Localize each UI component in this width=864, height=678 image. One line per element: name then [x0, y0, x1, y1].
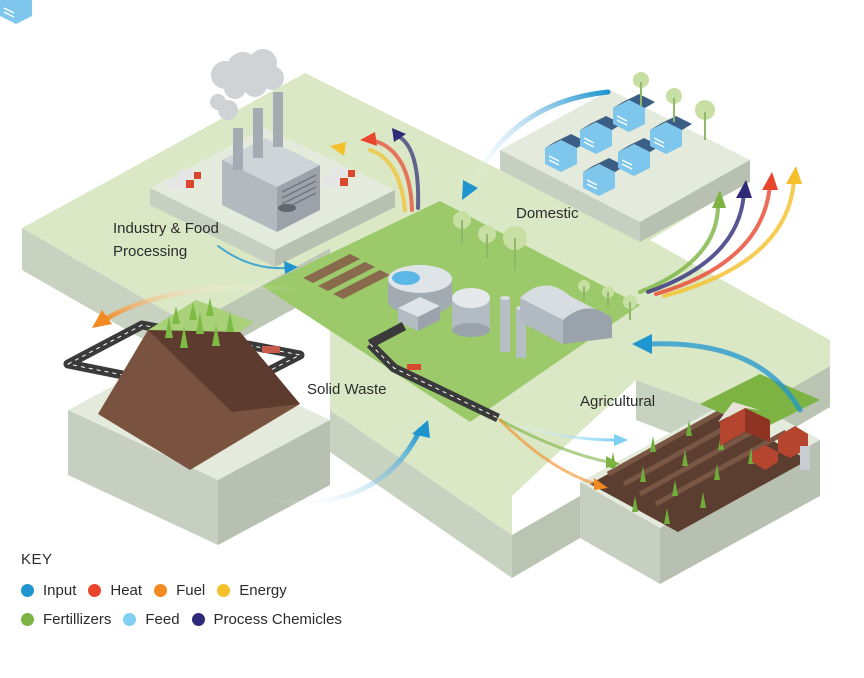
field-rows [303, 254, 390, 299]
key-item-input: Input [21, 582, 76, 599]
houses [0, 0, 693, 197]
energy-color-dot [217, 584, 231, 597]
key-item-feed: Feed [123, 611, 180, 628]
agricultural-platform [580, 374, 820, 584]
industry-label-line2: Processing [113, 243, 188, 260]
fertillizers-color-dot [21, 613, 34, 626]
key-item-process-chemicles: Process Chemicles [191, 611, 342, 628]
feed-color-dot [123, 613, 137, 626]
key-label-energy: Energy [239, 582, 287, 599]
key-label-process-chemicles: Process Chemicles [213, 611, 342, 628]
factory [168, 49, 355, 232]
key-label-fuel: Fuel [176, 582, 206, 599]
industry-label-line1: Industry & Food [113, 220, 219, 237]
fuel-color-dot [154, 584, 168, 597]
key-row-1: Input Heat Fuel Energy [21, 582, 299, 599]
key-item-energy: Energy [217, 582, 287, 599]
process-chemicles-color-dot [191, 613, 205, 626]
trees [453, 72, 715, 320]
biogas-plant [388, 265, 612, 358]
key-item-fuel: Fuel [154, 582, 205, 599]
heat-color-dot [88, 584, 102, 597]
flow-arrows [92, 89, 803, 506]
key-label-fertillizers: Fertillizers [43, 611, 112, 628]
key-label-heat: Heat [110, 582, 143, 599]
barn [718, 402, 810, 470]
solid-waste-platform [68, 300, 330, 545]
input-color-dot [21, 584, 34, 597]
key-title: KEY [21, 551, 53, 568]
solid-waste-label: Solid Waste [307, 381, 387, 398]
domestic-label: Domestic [516, 205, 579, 222]
landfill-crops [165, 298, 234, 348]
key-label-input: Input [43, 582, 77, 599]
key-label-feed: Feed [145, 611, 180, 628]
key-item-fertillizers: Fertillizers [21, 611, 111, 628]
industry-food-processing-label: Industry & Food Processing [113, 217, 219, 263]
key-row-2: Fertillizers Feed Process Chemicles [21, 611, 354, 628]
agricultural-label: Agricultural [580, 393, 656, 410]
key-item-heat: Heat [88, 582, 142, 599]
